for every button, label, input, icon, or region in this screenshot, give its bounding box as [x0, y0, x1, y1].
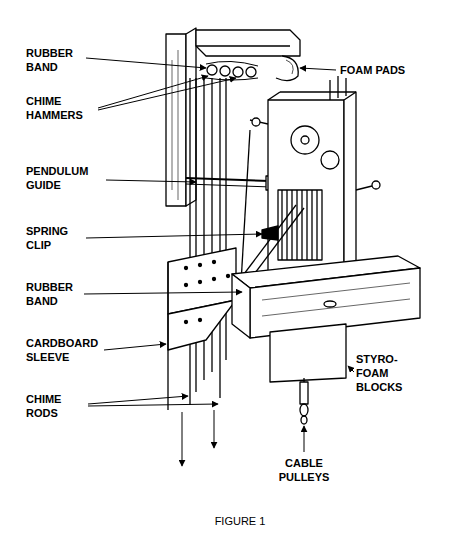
- part-label: CABLE PULLEYS: [272, 456, 336, 484]
- cable-pulley: [300, 378, 308, 424]
- figure-caption: FIGURE 1: [180, 514, 300, 528]
- chime-hammers: [206, 61, 258, 80]
- styrofoam-block: [270, 324, 346, 382]
- cardboard-sleeve: [168, 248, 236, 410]
- foam-pads: [276, 56, 298, 81]
- chime-rods: [190, 78, 226, 405]
- part-label: RUBBER BAND: [26, 280, 84, 308]
- part-label: RUBBER BAND: [26, 46, 84, 74]
- leader-lines: [84, 58, 354, 466]
- clock-movement: [250, 76, 380, 290]
- part-label: SPRING CLIP: [26, 224, 84, 252]
- part-label: FOAM PADS: [340, 63, 450, 77]
- part-label: STYRO- FOAM BLOCKS: [356, 352, 412, 394]
- part-label: PENDULUM GUIDE: [26, 164, 102, 192]
- part-label: CARDBOARD SLEEVE: [26, 336, 102, 364]
- part-label: CHIME HAMMERS: [26, 94, 96, 122]
- part-label: CHIME RODS: [26, 392, 86, 420]
